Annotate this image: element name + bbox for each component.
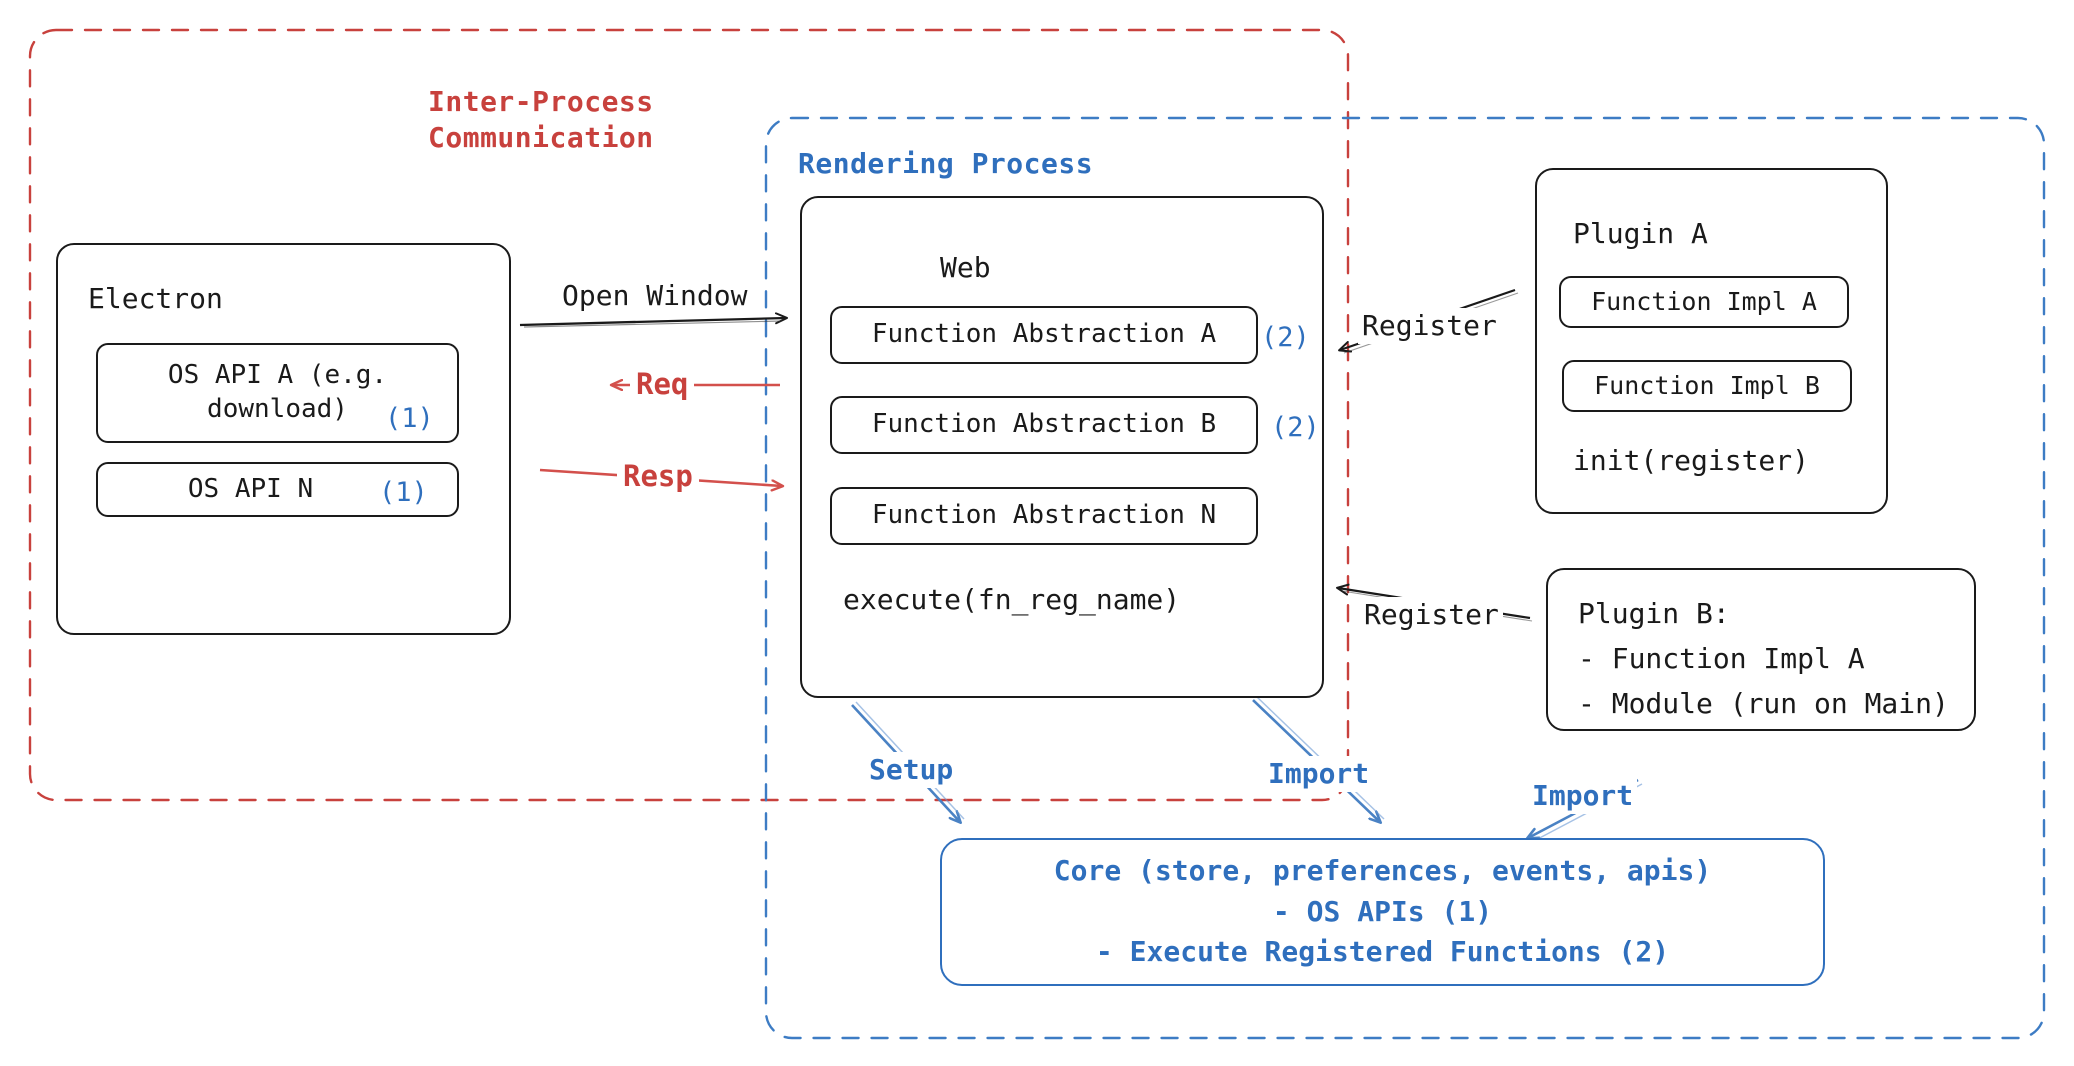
plugin-b-node[interactable]	[1546, 568, 1976, 731]
os-api-a-chip[interactable]: OS API A (e.g. download)	[96, 343, 459, 443]
plugin-b-item-1: - Module (run on Main)	[1578, 687, 1949, 720]
plugin-a-function-impl-b-chip[interactable]: Function Impl B	[1562, 360, 1852, 412]
function-abstraction-n-label: Function Abstraction N	[871, 500, 1217, 531]
edge-resp-label: Resp	[617, 458, 699, 496]
edge-register-a-label: Register	[1358, 308, 1501, 345]
edge-import-web-label: Import	[1264, 756, 1374, 793]
plugin-a-function-impl-a-chip[interactable]: Function Impl A	[1559, 276, 1849, 328]
ipc-group-label: Inter-Process Communication	[428, 85, 654, 155]
os-api-a-marker: (1)	[385, 403, 434, 434]
function-abstraction-n-chip[interactable]: Function Abstraction N	[830, 487, 1258, 545]
function-abstraction-a-chip[interactable]: Function Abstraction A	[830, 306, 1258, 364]
core-node[interactable]: Core (store, preferences, events, apis) …	[940, 838, 1825, 986]
edge-open-window-label: Open Window	[562, 279, 748, 312]
core-line-2: - Execute Registered Functions (2)	[1095, 935, 1670, 969]
web-title: Web	[940, 251, 991, 284]
function-abstraction-b-label: Function Abstraction B	[871, 409, 1217, 440]
rendering-group-label: Rendering Process	[798, 147, 1094, 180]
web-execute-label: execute(fn_reg_name)	[843, 583, 1181, 616]
function-abstraction-b-chip[interactable]: Function Abstraction B	[830, 396, 1258, 454]
plugin-a-function-impl-a-label: Function Impl A	[1591, 286, 1817, 316]
function-abstraction-a-label: Function Abstraction A	[871, 319, 1217, 350]
plugin-a-node[interactable]	[1535, 168, 1888, 514]
function-abstraction-b-marker: (2)	[1271, 412, 1320, 443]
edge-setup-label: Setup	[865, 752, 958, 789]
plugin-a-title: Plugin A	[1573, 217, 1708, 250]
edge-import-plugin-b-label: Import	[1528, 778, 1638, 815]
os-api-n-chip[interactable]: OS API N	[96, 462, 459, 517]
plugin-a-function-impl-b-label: Function Impl B	[1594, 370, 1820, 400]
plugin-b-item-0: - Function Impl A	[1578, 642, 1865, 675]
os-api-n-label: OS API N	[187, 473, 314, 504]
edge-register-b-label: Register	[1360, 597, 1503, 634]
plugin-b-title: Plugin B:	[1578, 597, 1730, 630]
plugin-a-init-label: init(register)	[1573, 444, 1810, 477]
electron-title: Electron	[88, 282, 223, 315]
function-abstraction-a-marker: (2)	[1261, 322, 1310, 353]
os-api-n-marker: (1)	[379, 477, 428, 508]
core-line-1: - OS APIs (1)	[1272, 894, 1493, 928]
edge-req-label: Req	[630, 366, 695, 404]
edge-open-window	[519, 312, 788, 327]
os-api-a-label: OS API A (e.g. download)	[167, 360, 388, 424]
core-line-0: Core (store, preferences, events, apis)	[1053, 854, 1712, 888]
